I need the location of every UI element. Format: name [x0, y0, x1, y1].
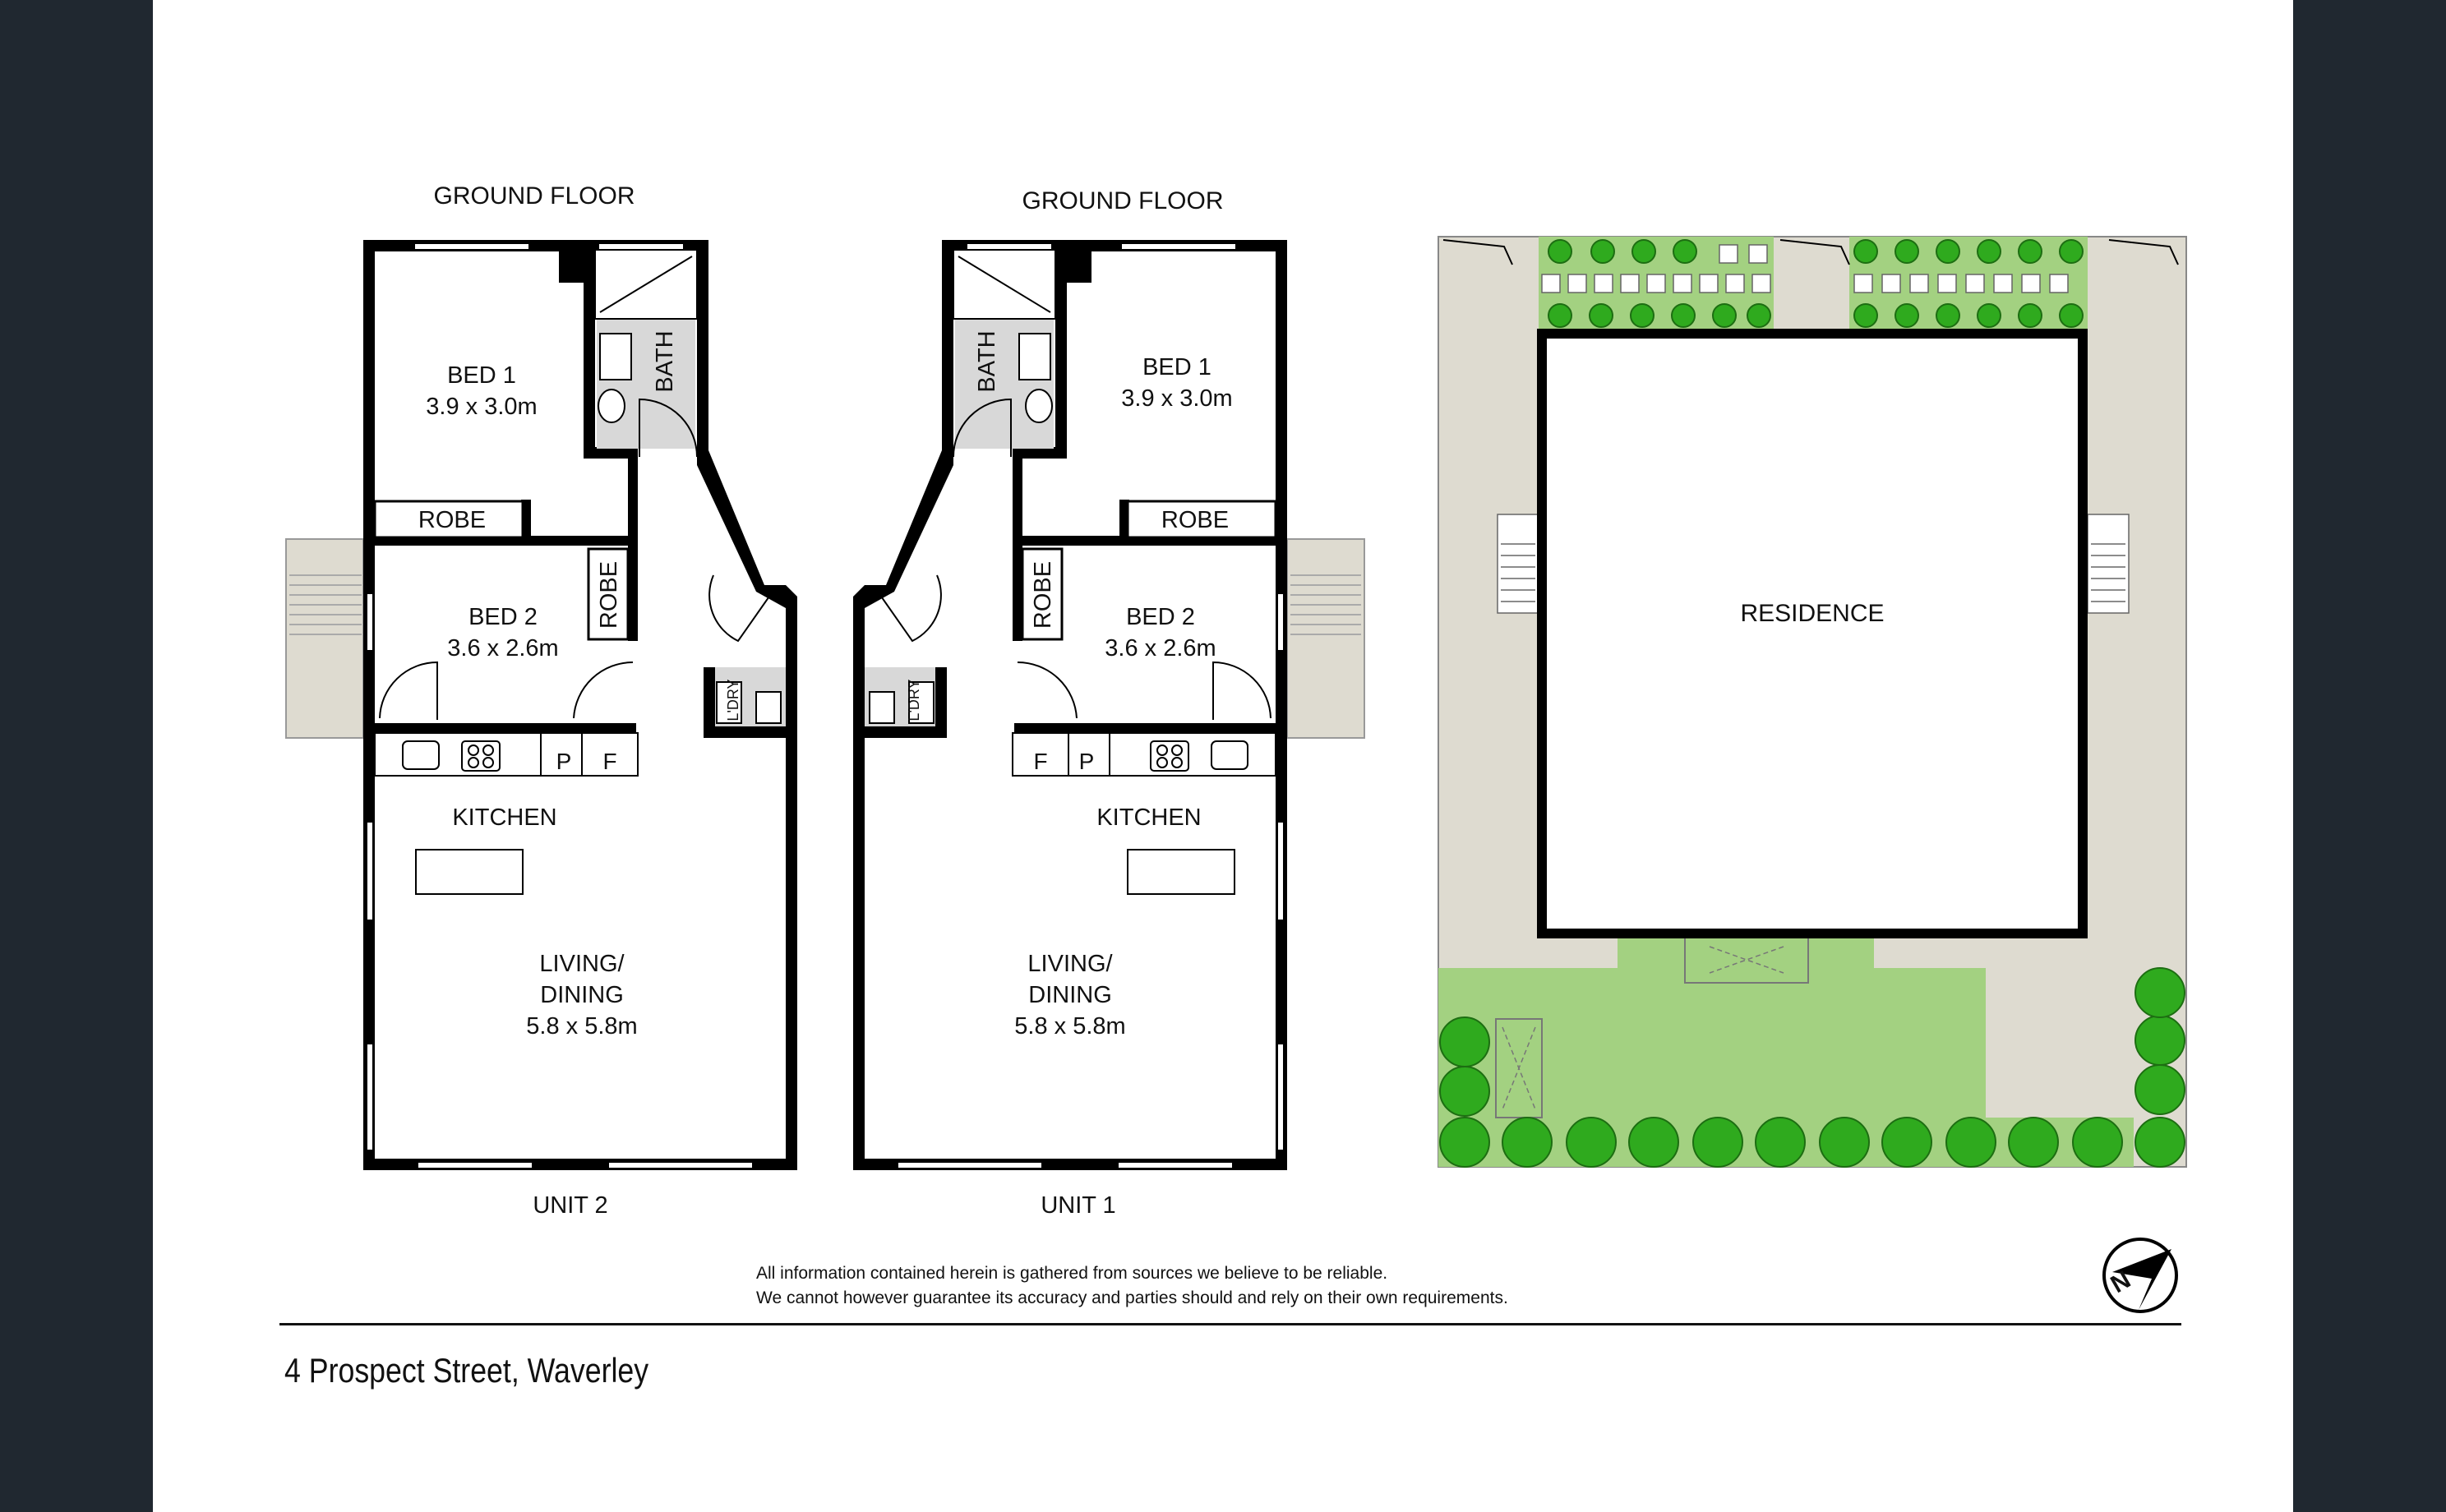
site-trees [1439, 239, 2185, 1168]
unit-1-laundry-label: L'DRY [906, 679, 922, 721]
unit-2-robe1-label: ROBE [418, 507, 486, 533]
disclaimer-line-2: We cannot however guarantee its accuracy… [756, 1288, 1508, 1307]
unit-1-bed2-size: 3.6 x 2.6m [1105, 635, 1216, 662]
unit-1-bed1-label: BED 1 [1142, 354, 1211, 380]
unit-1-living-label1: LIVING/ [1027, 951, 1113, 977]
unit-2-bath-label: BATH [652, 330, 678, 392]
unit-1-bed1-size: 3.9 x 3.0m [1121, 385, 1232, 412]
unit-2-bed1-size: 3.9 x 3.0m [426, 394, 537, 420]
unit-2-bed2-label: BED 2 [468, 604, 538, 630]
unit-1-living-label2: DINING [1028, 982, 1112, 1008]
unit-1-kitchen-island [1127, 849, 1235, 895]
unit-2-plan: GROUND FLOOR [285, 182, 797, 1219]
unit-2-laundry-label: L'DRY [725, 679, 741, 721]
unit-1-kitchen-label: KITCHEN [1096, 804, 1201, 831]
unit-1-bath-label: BATH [974, 330, 1000, 392]
unit-2-bed2-size: 3.6 x 2.6m [447, 635, 558, 662]
unit-1-fridge-label: F [1033, 749, 1047, 774]
unit-2-balcony [285, 538, 364, 739]
unit-2-bed1-label: BED 1 [447, 362, 516, 389]
unit-2-kitchen-label: KITCHEN [452, 804, 556, 831]
unit-1-living-size: 5.8 x 5.8m [1014, 1013, 1125, 1040]
unit-2-living-label1: LIVING/ [539, 951, 625, 977]
unit-1-robe2-label: ROBE [1030, 561, 1056, 629]
site-lawn [1438, 937, 2134, 1167]
unit-1-pantry-label: P [1079, 749, 1095, 774]
unit-1-balcony [1286, 538, 1365, 739]
unit-1-plan: GROUND FLOOR [853, 187, 1365, 1219]
compass-icon: N [2102, 1238, 2178, 1313]
unit-2-fridge-label: F [602, 749, 616, 774]
unit-2-pantry-label: P [556, 749, 572, 774]
disclaimer-line-1: All information contained herein is gath… [756, 1264, 1388, 1283]
unit-1-bed2-label: BED 2 [1126, 604, 1195, 630]
residence-footprint [1537, 329, 2088, 938]
property-address: 4 Prospect Street, Waverley [284, 1351, 649, 1390]
unit-2-title: UNIT 2 [533, 1192, 607, 1219]
unit-2-robe2-label: ROBE [596, 561, 622, 629]
disclaimer: All information contained herein is gath… [756, 1261, 1508, 1311]
unit-1-floor-title: GROUND FLOOR [1022, 187, 1223, 214]
unit-1-title: UNIT 1 [1041, 1192, 1115, 1219]
footer-divider [279, 1323, 2181, 1325]
unit-2-kitchen-island [415, 849, 524, 895]
unit-2-floor-title: GROUND FLOOR [433, 182, 635, 210]
unit-2-living-size: 5.8 x 5.8m [526, 1013, 637, 1040]
residence-label: RESIDENCE [1740, 600, 1884, 627]
site-plan: RESIDENCE [1438, 236, 2187, 1168]
unit-2-living-label2: DINING [540, 982, 624, 1008]
unit-1-robe1-label: ROBE [1161, 507, 1229, 533]
